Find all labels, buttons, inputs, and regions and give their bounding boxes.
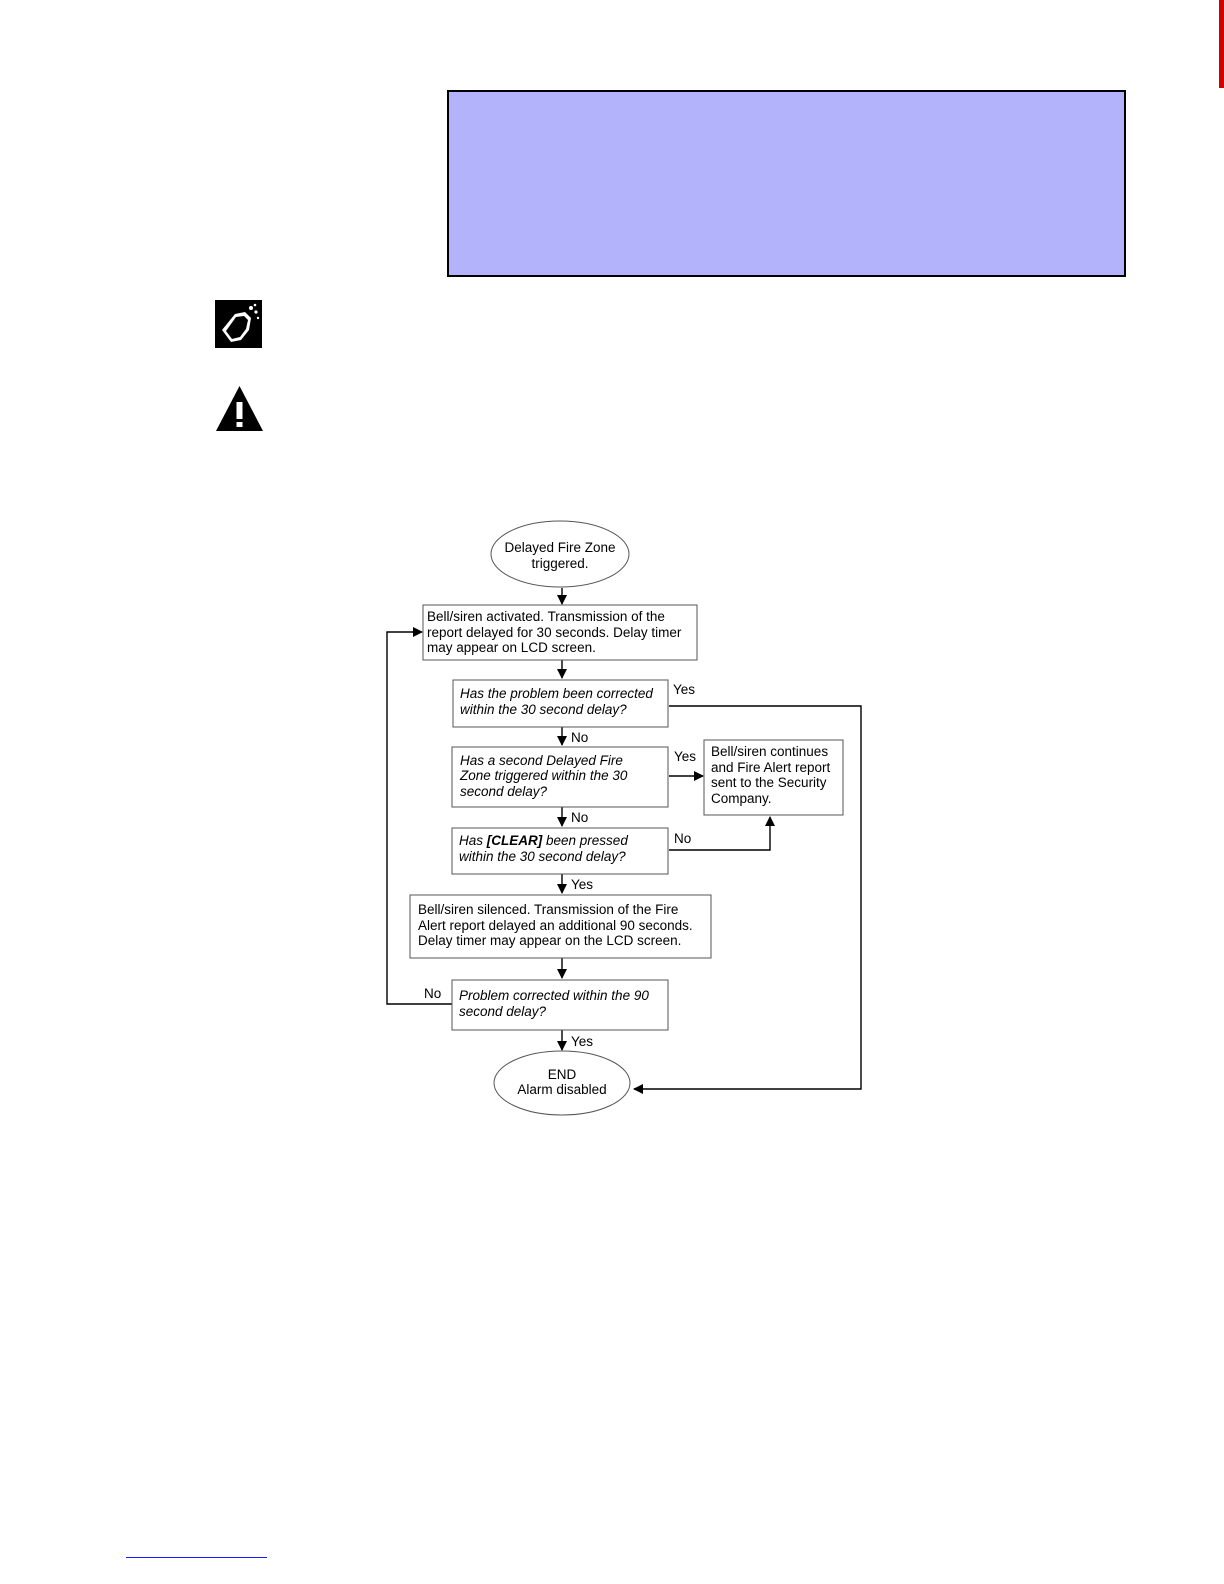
question-clear-pressed: Has [CLEAR] been pressed within the 30 s…: [451, 827, 669, 875]
warning-triangle-icon: [216, 386, 263, 431]
start-line-1: Delayed Fire Zone: [504, 540, 615, 555]
q1-yes-label: Yes: [673, 682, 695, 697]
end-node: END Alarm disabled: [493, 1050, 631, 1116]
start-node: Delayed Fire Zone triggered.: [490, 520, 630, 588]
continues-step: Bell/siren continues and Fire Alert repo…: [703, 739, 844, 816]
arrow-q1-yes-to-end: [633, 705, 862, 1094]
continues-line-3: sent to the Security: [711, 775, 827, 790]
q4-yes-label: Yes: [571, 1034, 593, 1049]
end-line-1: END: [548, 1067, 577, 1082]
hand-pointer-icon: [215, 300, 262, 348]
activated-step: Bell/siren activated. Transmission of th…: [422, 604, 698, 661]
footer-rule: [126, 1557, 267, 1558]
end-line-2: Alarm disabled: [517, 1082, 606, 1097]
q4-line-1: Problem corrected within the 90: [459, 988, 649, 1003]
q1-line-1: Has the problem been corrected: [460, 686, 653, 701]
silenced-line-2: Alert report delayed an additional 90 se…: [418, 918, 693, 933]
activated-line-3: may appear on LCD screen.: [427, 640, 596, 655]
silenced-line-3: Delay timer may appear on the LCD screen…: [418, 933, 681, 948]
q3-yes-label: Yes: [571, 877, 593, 892]
flow-connectors: [386, 588, 862, 1094]
start-line-2: triggered.: [531, 556, 588, 571]
silenced-step: Bell/siren silenced. Transmission of the…: [409, 894, 712, 959]
q4-no-label: No: [424, 986, 441, 1001]
question-corrected-90: Problem corrected within the 90 second d…: [451, 979, 669, 1031]
continues-line-1: Bell/siren continues: [711, 744, 828, 759]
q3-line-2: within the 30 second delay?: [459, 849, 626, 864]
q3-suffix: been pressed: [542, 833, 628, 848]
accent-bar: [1219, 0, 1224, 88]
question-second-zone: Has a second Delayed Fire Zone triggered…: [451, 746, 669, 808]
q4-line-2: second delay?: [459, 1004, 547, 1019]
q3-no-label: No: [674, 831, 691, 846]
note-panel: [447, 90, 1126, 277]
q1-line-2: within the 30 second delay?: [460, 702, 627, 717]
q2-no-label: No: [571, 810, 588, 825]
silenced-line-1: Bell/siren silenced. Transmission of the…: [418, 902, 678, 917]
q2-yes-label: Yes: [674, 749, 696, 764]
q3-clear-key: [CLEAR]: [486, 833, 543, 848]
q3-line-1: Has [CLEAR] been pressed: [459, 833, 628, 848]
continues-line-2: and Fire Alert report: [711, 760, 831, 775]
activated-line-2: report delayed for 30 seconds. Delay tim…: [427, 625, 682, 640]
q3-prefix: Has: [459, 833, 487, 848]
q2-line-2: Zone triggered within the 30: [459, 768, 628, 783]
q1-no-label: No: [571, 730, 588, 745]
continues-line-4: Company.: [711, 791, 772, 806]
q2-line-3: second delay?: [460, 784, 548, 799]
q2-line-1: Has a second Delayed Fire: [460, 753, 623, 768]
arrow-q3-no-to-continues: [669, 816, 775, 851]
arrow-q4-no-loop: [386, 627, 452, 1005]
activated-line-1: Bell/siren activated. Transmission of th…: [427, 609, 665, 624]
question-corrected-30: Has the problem been corrected within th…: [452, 679, 669, 728]
